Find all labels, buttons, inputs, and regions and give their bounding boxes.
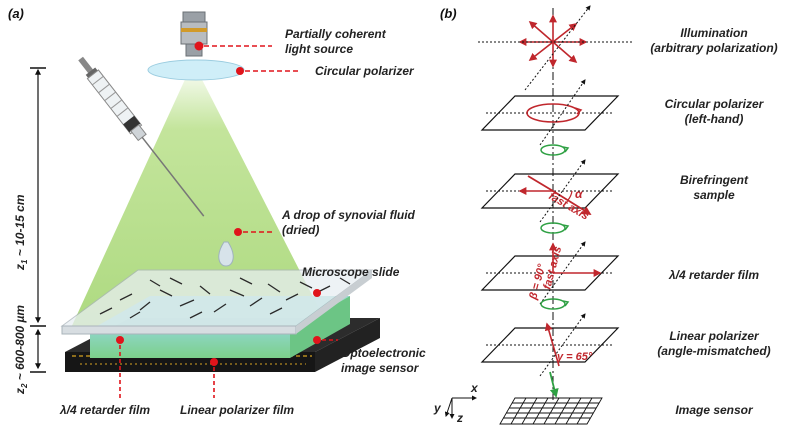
alpha-label: α xyxy=(575,187,583,201)
z2-dimension xyxy=(30,328,46,373)
circular-green-3 xyxy=(540,298,566,310)
elliptical-green-2 xyxy=(540,222,566,234)
label-retarder: λ/4 retarder film xyxy=(59,403,150,417)
label-sensor-2: image sensor xyxy=(341,361,420,375)
panel-b-tag: (b) xyxy=(440,6,457,21)
syringe-icon xyxy=(78,56,205,217)
label-illum-1: Illumination xyxy=(680,26,747,40)
linear-green-arrow xyxy=(549,371,559,398)
light-source-icon xyxy=(180,11,208,57)
label-light-source-2: light source xyxy=(285,42,353,56)
coordinate-axes xyxy=(444,395,477,419)
panel-a-tag: (a) xyxy=(8,6,24,21)
z2-label: z2 ~ 600-800 µm xyxy=(13,305,29,395)
image-sensor-grid xyxy=(499,397,603,425)
label-circular-polarizer: Circular polarizer xyxy=(315,64,415,78)
z1-dimension xyxy=(30,67,46,327)
label-circ-1: Circular polarizer xyxy=(665,97,765,111)
label-drop-1: A drop of synovial fluid xyxy=(281,208,416,222)
axis-y-label: y xyxy=(433,401,442,415)
axis-z-label: z xyxy=(456,411,463,425)
z1-label: z1 ~ 10-15 cm xyxy=(13,194,29,271)
label-bire-1: Birefringent xyxy=(680,173,749,187)
label-illum-2: (arbitrary polarization) xyxy=(650,41,777,55)
axis-x-label: x xyxy=(470,381,479,395)
fluid-drop-icon xyxy=(218,241,234,267)
label-sensor-1: Optoelectronic xyxy=(341,346,426,360)
label-microscope-slide: Microscope slide xyxy=(302,265,400,279)
label-bire-2: sample xyxy=(693,188,735,202)
label-circ-2: (left-hand) xyxy=(685,112,744,126)
illum-diag-axis xyxy=(524,5,591,91)
label-retarder-b: λ/4 retarder film xyxy=(668,268,759,282)
label-light-source-1: Partially coherent xyxy=(285,27,387,41)
plane-circular-polarizer xyxy=(480,95,620,131)
illumination-star-icon xyxy=(518,14,588,68)
circular-green-1 xyxy=(540,144,566,156)
light-beam xyxy=(70,62,330,330)
label-lin-2: (angle-mismatched) xyxy=(657,344,770,358)
label-drop-2: (dried) xyxy=(282,223,319,237)
label-image-sensor: Image sensor xyxy=(675,403,754,417)
gamma-label: γ = 65° xyxy=(557,351,593,363)
circular-polarizer-disk xyxy=(147,59,245,81)
label-linear-polarizer: Linear polarizer film xyxy=(180,403,294,417)
label-lin-1: Linear polarizer xyxy=(669,329,760,343)
